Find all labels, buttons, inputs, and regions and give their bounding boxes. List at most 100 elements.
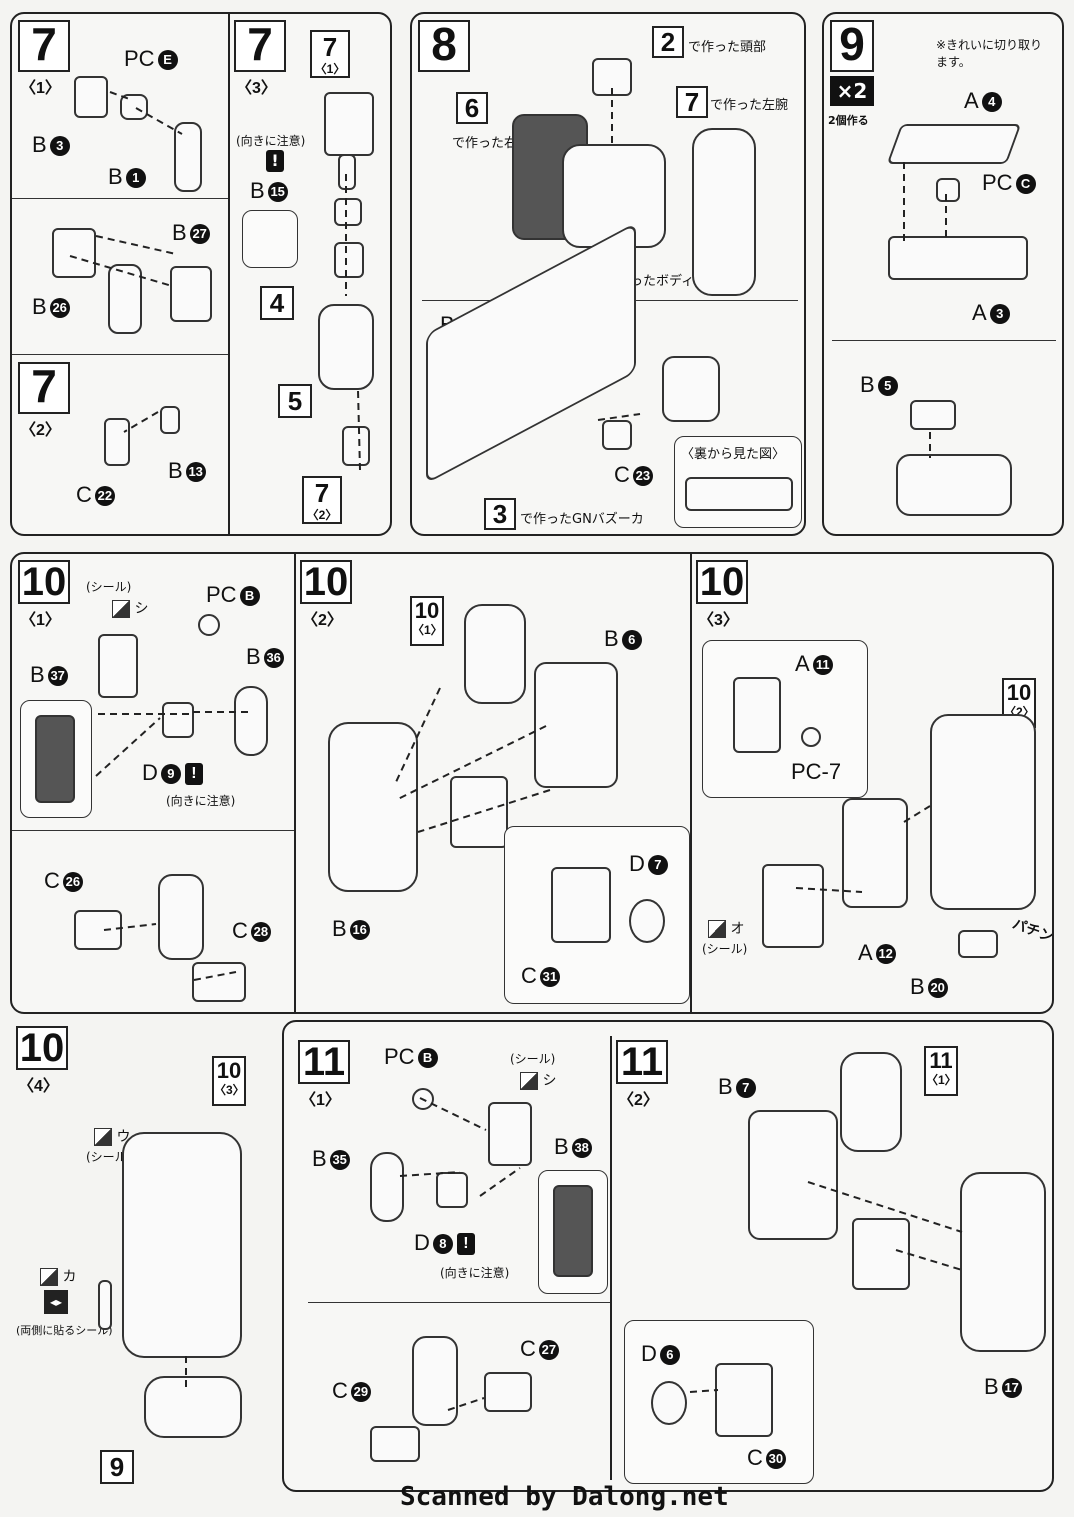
part-d9 bbox=[162, 702, 194, 738]
part-forearm bbox=[318, 304, 374, 390]
part-hip-frame bbox=[412, 1336, 458, 1426]
divider bbox=[610, 1036, 612, 1480]
part-b38 bbox=[488, 1102, 532, 1166]
part-knee-joint bbox=[852, 1218, 910, 1290]
ref-step-10-1: 10〈1〉 bbox=[410, 596, 444, 646]
ref-label-bazooka: で作ったGNバズーカ bbox=[520, 512, 644, 527]
step-number: 11 bbox=[616, 1040, 668, 1084]
part-arm-shaft bbox=[338, 154, 356, 190]
detail-inset bbox=[538, 1170, 608, 1294]
part-pcb bbox=[412, 1088, 434, 1110]
part-b5 bbox=[910, 400, 956, 430]
part-pcc bbox=[936, 178, 960, 202]
step-number: 10 bbox=[18, 560, 70, 604]
part-foot bbox=[896, 454, 1012, 516]
part-label-pc7: PC-7 bbox=[791, 759, 842, 784]
part-mini-body bbox=[104, 418, 130, 466]
part-c27 bbox=[484, 1372, 532, 1412]
part-c23 bbox=[602, 420, 632, 450]
seal-code-ka: カ bbox=[40, 1266, 76, 1286]
ref-step-7: 7 bbox=[676, 86, 708, 118]
part-b16 bbox=[328, 722, 418, 892]
substep-label: 〈1〉 bbox=[300, 1092, 341, 1109]
orientation-note: (向きに注意) bbox=[440, 1266, 510, 1280]
ref-label-head: で作った頭部 bbox=[688, 40, 767, 55]
part-b6 bbox=[534, 662, 618, 788]
step-number: 10 bbox=[16, 1026, 68, 1070]
separator bbox=[832, 340, 1056, 341]
part-foot-assembly bbox=[144, 1376, 242, 1438]
part-a3 bbox=[888, 236, 1028, 280]
part-a12 bbox=[842, 798, 908, 908]
ref-step-3: 3 bbox=[484, 498, 516, 530]
ref-step-2: 2 bbox=[652, 26, 684, 58]
part-hand-grip bbox=[662, 356, 720, 422]
make-two-badge: ×2 bbox=[830, 76, 874, 106]
ref-label-left-arm: で作った左腕 bbox=[710, 98, 789, 113]
snap-sound: パチン bbox=[1010, 916, 1054, 946]
part-b13 bbox=[160, 406, 180, 434]
detail-part bbox=[553, 1185, 593, 1277]
seal-label: (シール) bbox=[702, 942, 748, 956]
substep-label: 〈2〉 bbox=[618, 1092, 659, 1109]
part-seal-strip bbox=[98, 1280, 112, 1330]
ref-step-6: 6 bbox=[456, 92, 488, 124]
seal-label: (シール) bbox=[86, 1150, 132, 1164]
part-a11 bbox=[733, 677, 781, 753]
ref-step-7-2: 7〈2〉 bbox=[302, 476, 342, 524]
step-number: 8 bbox=[418, 20, 470, 72]
orientation-note: (向きに注意) bbox=[166, 794, 236, 808]
seal-icon bbox=[520, 1072, 538, 1090]
substep-label: 〈3〉 bbox=[236, 80, 277, 97]
part-pc7 bbox=[801, 727, 821, 747]
scanner-credit: Scanned by Dalong.net bbox=[400, 1482, 729, 1512]
step10-4-panel: 10 〈4〉 10〈3〉 ウ (シール) カ ◂▸ (両側に貼るシール) 9 bbox=[10, 1022, 282, 1492]
part-hand bbox=[342, 426, 370, 466]
back-view-label: 〈裏から見た図〉 bbox=[681, 447, 786, 462]
part-hip-frame bbox=[158, 874, 204, 960]
back-view-part bbox=[685, 477, 793, 511]
step-number: 7 bbox=[234, 20, 286, 72]
separator bbox=[308, 1302, 610, 1303]
part-thigh-frame bbox=[464, 604, 526, 704]
part-b36 bbox=[234, 686, 268, 756]
ref-step-9: 9 bbox=[100, 1450, 134, 1484]
part-upper-arm bbox=[324, 92, 374, 156]
part-b37 bbox=[98, 634, 138, 698]
part-c30 bbox=[715, 1363, 773, 1437]
back-view-inset: 〈裏から見た図〉 bbox=[674, 436, 802, 528]
part-b26 bbox=[52, 228, 96, 278]
substep-label: 〈3〉 bbox=[698, 612, 739, 629]
ref-step-11-1: 11〈1〉 bbox=[924, 1046, 958, 1096]
part-shin-armor bbox=[762, 864, 824, 948]
substep-label: 〈2〉 bbox=[20, 422, 61, 439]
part-pcb bbox=[198, 614, 220, 636]
substep-label: 〈1〉 bbox=[20, 80, 61, 97]
seal-label: (シール) bbox=[86, 580, 132, 594]
seal-label: (シール) bbox=[510, 1052, 556, 1066]
seal-icon bbox=[708, 920, 726, 938]
separator bbox=[12, 354, 230, 355]
